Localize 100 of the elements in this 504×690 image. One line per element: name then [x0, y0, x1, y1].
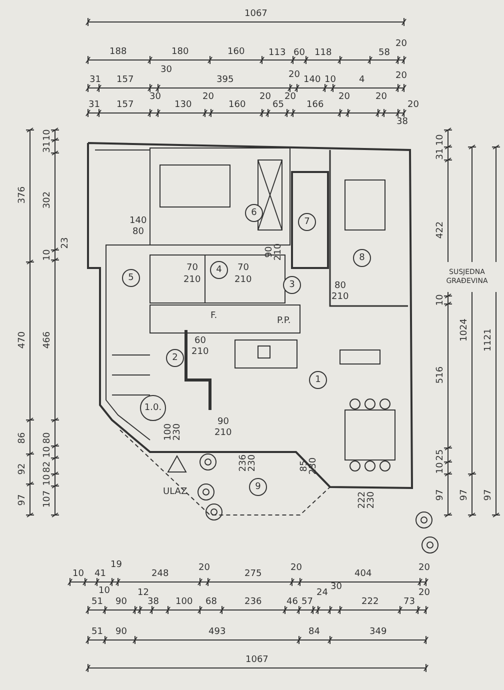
dimension-value: 516: [435, 366, 446, 384]
dimension-value: 1067: [244, 9, 268, 19]
dimension-value: 82: [42, 461, 52, 473]
dimension-value: 160: [228, 100, 246, 110]
door-size: 80: [132, 227, 144, 237]
room-number: 9: [249, 478, 267, 496]
dimension-value: 20: [288, 70, 300, 80]
dimension-value: 38: [148, 597, 159, 607]
dimension-value: 10: [324, 75, 336, 85]
dimension-value: 30: [330, 582, 342, 592]
door-size: ULAZ: [163, 487, 188, 497]
door-size: 210: [214, 428, 232, 438]
dimension-value: 31: [42, 141, 52, 153]
dimension-value: 10: [72, 569, 84, 579]
door-size: 70: [186, 263, 198, 273]
dimension-value: 84: [308, 627, 320, 637]
dimension-value: 19: [110, 560, 122, 570]
room-number: 1.0.: [140, 395, 166, 421]
dimension-value: 10: [435, 294, 446, 306]
dimension-value: 118: [314, 48, 332, 58]
door-size: 222: [357, 491, 368, 509]
dimension-value: 10: [42, 446, 52, 458]
dimension-value: 160: [228, 47, 245, 57]
dimension-value: 157: [116, 100, 134, 110]
dimension-value: 275: [244, 569, 262, 579]
door-size: 60: [194, 336, 206, 346]
dimension-value: 23: [60, 237, 70, 249]
dimension-value: 57: [302, 597, 313, 607]
dimension-value: 10: [42, 249, 52, 261]
dimension-value: 20: [376, 92, 387, 102]
dimension-value: 60: [294, 48, 305, 58]
door-size: 70: [238, 263, 249, 273]
dimension-value: 25: [435, 449, 446, 461]
dimension-value: 107: [42, 490, 52, 508]
dimension-value: 395: [216, 75, 234, 85]
dimension-value: 20: [408, 100, 419, 110]
dimension-value: 20: [260, 92, 271, 102]
dimension-value: 51: [92, 627, 103, 637]
dimension-value: 30: [160, 65, 172, 75]
dimension-value: 31: [435, 148, 446, 160]
door-size: 90: [218, 417, 229, 427]
dimension-value: 302: [42, 191, 52, 209]
dimension-value: 51: [92, 597, 103, 607]
dimension-value: 222: [362, 597, 379, 607]
dimension-value: 493: [208, 627, 226, 637]
room-number: 6: [245, 204, 263, 222]
dimension-value: 10: [42, 129, 52, 141]
dimension-value: 31: [90, 75, 101, 85]
room-number: 3: [283, 276, 301, 294]
dimension-value: 97: [459, 489, 470, 501]
door-size: 230: [366, 491, 376, 509]
dimension-value: 86: [17, 432, 28, 444]
dimension-value: 404: [354, 569, 372, 579]
dimension-value: 140: [304, 75, 321, 85]
dimension-value: 20: [418, 563, 430, 573]
dimension-value: 24: [316, 588, 328, 598]
dimension-value: 92: [17, 463, 28, 475]
dimension-value: 422: [435, 221, 446, 239]
dimension-value: 1121: [482, 328, 493, 352]
dimension-value: 73: [404, 597, 415, 607]
dimension-value: 97: [483, 489, 494, 501]
dimension-value: 20: [284, 92, 296, 102]
dimension-value: 20: [396, 39, 407, 49]
dimension-value: 12: [138, 588, 149, 598]
door-size: 100: [163, 423, 174, 441]
dimension-value: 20: [418, 588, 430, 598]
dimension-value: 46: [286, 597, 298, 607]
room-number: 5: [122, 269, 140, 287]
dimension-value: 65: [272, 100, 284, 110]
dimension-value: 30: [150, 92, 161, 102]
room-number: 2: [166, 349, 184, 367]
dimension-value: 113: [268, 48, 286, 58]
dimension-value: 68: [206, 597, 217, 607]
dimension-value: 20: [198, 563, 210, 573]
dimension-value: 349: [370, 627, 387, 637]
dimension-value: 236: [244, 597, 262, 607]
dimension-value: 1067: [246, 655, 268, 665]
door-size: 210: [332, 292, 349, 302]
door-size: F.: [210, 311, 218, 321]
dimension-value: 466: [42, 331, 52, 349]
dimension-value: 31: [88, 100, 100, 110]
dimension-value: 80: [42, 432, 52, 444]
dimension-value: 1024: [458, 318, 469, 342]
dimension-value: 10: [98, 586, 110, 596]
dimension-value: 97: [17, 494, 28, 506]
dimension-value: 180: [172, 47, 189, 57]
door-size: 230: [172, 423, 182, 441]
dimension-value: 10: [435, 134, 446, 146]
door-size: 210: [234, 275, 252, 285]
dimension-value: 97: [435, 489, 446, 501]
room-number: 7: [298, 213, 316, 231]
dimension-value: 41: [94, 569, 106, 579]
door-size: 210: [184, 275, 201, 285]
dimension-value: 4: [359, 75, 365, 85]
door-size: P.P.: [277, 316, 291, 326]
door-size: 236: [238, 454, 248, 472]
dimension-value: 100: [176, 597, 193, 607]
dimension-value: 188: [110, 47, 127, 57]
dimension-value: 20: [338, 92, 350, 102]
door-size: 210: [192, 347, 209, 357]
